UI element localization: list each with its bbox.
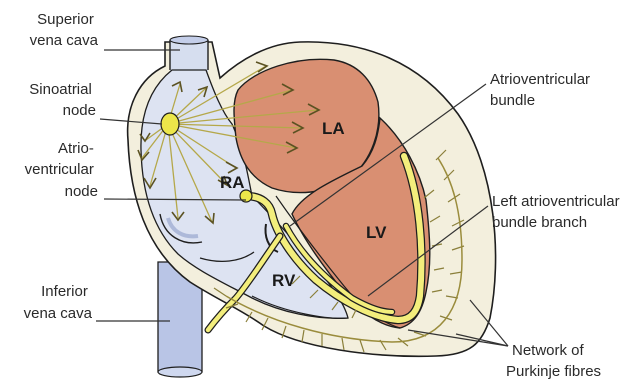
- superior-vena-cava: [170, 40, 208, 72]
- label-atrioventricular-bundle: Atrioventricular bundle: [490, 71, 594, 109]
- chamber-label-rv: RV: [272, 271, 296, 290]
- chamber-label-lv: LV: [366, 223, 387, 242]
- label-left-bundle-branch: Left atrioventricular bundle branch: [492, 193, 624, 231]
- label-atrioventricular-node: Atrio- ventricular node: [25, 140, 98, 200]
- label-inferior-vena-cava: Inferior vena cava: [24, 283, 93, 322]
- label-purkinje-network: Network of Purkinje fibres: [506, 342, 601, 380]
- chamber-label-ra: RA: [220, 173, 245, 192]
- chamber-label-la: LA: [322, 119, 345, 138]
- sinoatrial-node: [161, 113, 179, 135]
- label-sinoatrial-node: Sinoatrial node: [29, 81, 96, 119]
- inferior-vena-cava-opening: [158, 367, 202, 377]
- label-superior-vena-cava: Superior vena cava: [30, 11, 99, 49]
